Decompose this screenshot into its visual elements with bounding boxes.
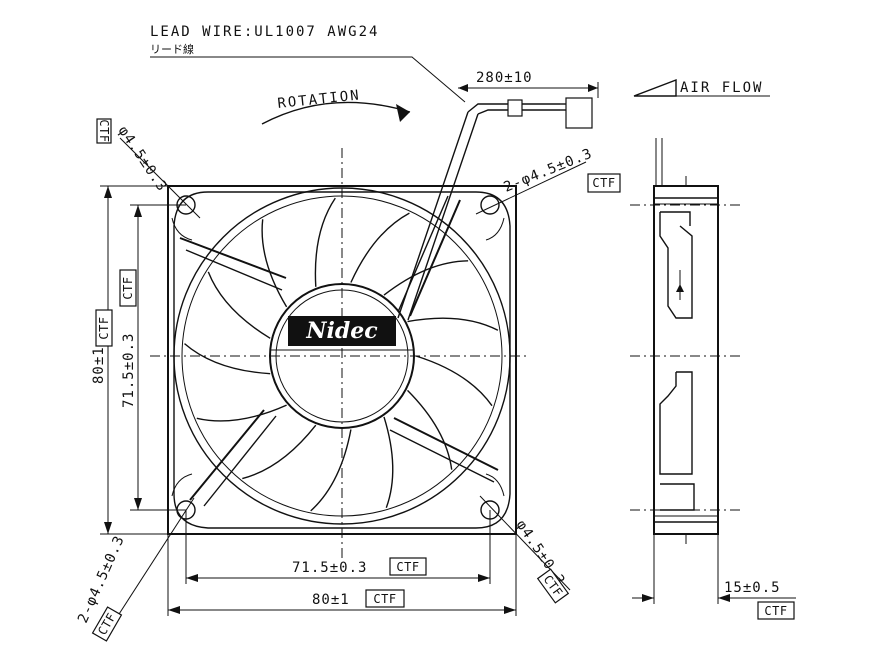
fan-blade (383, 416, 394, 508)
ctf-width-pitch: CTF (396, 560, 419, 574)
fan-blade (310, 429, 352, 512)
fan-blade (184, 343, 271, 375)
airflow-arrow (633, 78, 677, 97)
fan-blades (184, 197, 499, 512)
fan-blade (350, 212, 410, 283)
fan-blade (407, 317, 499, 331)
mounting-hole-bottom-left (171, 473, 196, 520)
fan-inner-frame (173, 191, 511, 529)
ctf-top-left: CTF (97, 119, 111, 142)
hole-callout-top-right: 2-φ4.5±0.3 CTF (475, 146, 621, 215)
fan-outer-frame (167, 185, 517, 535)
height-pitch-dimension: 71.5±0.3 CTF (119, 204, 186, 511)
fan-blade (196, 404, 287, 422)
airflow-label: AIR FLOW (680, 80, 763, 96)
airflow-indicator: AIR FLOW (633, 78, 770, 97)
ctf-thickness: CTF (764, 604, 787, 618)
side-frame (653, 185, 719, 535)
lead-wire-spec: LEAD WIRE:UL1007 AWG24 (150, 24, 379, 40)
fan-blade (261, 219, 288, 308)
rotation-indicator: ROTATION (261, 87, 411, 125)
height-pitch-value: 71.5±0.3 (121, 333, 137, 408)
height-outer-value: 80±1 (91, 346, 107, 384)
connector (565, 97, 593, 129)
height-outer-dimension: 80±1 CTF (91, 185, 168, 535)
hole-callout-top-left: φ4.5±0.3 CTF (96, 118, 201, 219)
fan-blade (242, 424, 317, 480)
hole-callout-bottom-right: φ4.5±0.3 CTF (479, 495, 571, 604)
hole-dim-top-left: φ4.5±0.3 (115, 123, 170, 194)
fan-blade (415, 355, 493, 407)
fan-front-view: Nidec (150, 97, 593, 560)
lead-length-dimension: 280±10 (458, 70, 599, 98)
lead-wire-leader (150, 56, 466, 103)
lead-length-value: 280±10 (476, 70, 533, 86)
width-outer-dimension: 80±1 CTF (167, 534, 517, 616)
ctf-width-outer: CTF (373, 592, 396, 606)
rotation-label: ROTATION (277, 87, 362, 112)
fan-blade (383, 260, 469, 296)
ctf-top-right: CTF (592, 176, 615, 190)
width-pitch-value: 71.5±0.3 (292, 560, 367, 576)
lead-wire (397, 97, 593, 321)
fan-blade (207, 271, 271, 339)
width-outer-value: 80±1 (312, 592, 350, 608)
hole-dim-top-right: 2-φ4.5±0.3 (502, 146, 595, 196)
thickness-value: 15±0.5 (724, 580, 781, 596)
rotation-arc (261, 101, 411, 125)
lead-wire-japanese: リード線 (150, 42, 194, 56)
rotation-arrowhead (396, 104, 410, 122)
hole-callout-bottom-left: 2-φ4.5±0.3 CTF (75, 497, 195, 642)
width-pitch-dimension: 71.5±0.3 CTF (185, 510, 491, 584)
ctf-height-pitch: CTF (121, 276, 135, 299)
fan-blade (407, 389, 453, 470)
fan-side-view (630, 138, 740, 544)
side-airflow-marker (676, 284, 684, 292)
thickness-dimension: 15±0.5 CTF (632, 534, 796, 620)
mounting-hole-top-right (480, 195, 505, 241)
fan-blade (314, 197, 336, 287)
ctf-height-outer: CTF (97, 316, 111, 339)
